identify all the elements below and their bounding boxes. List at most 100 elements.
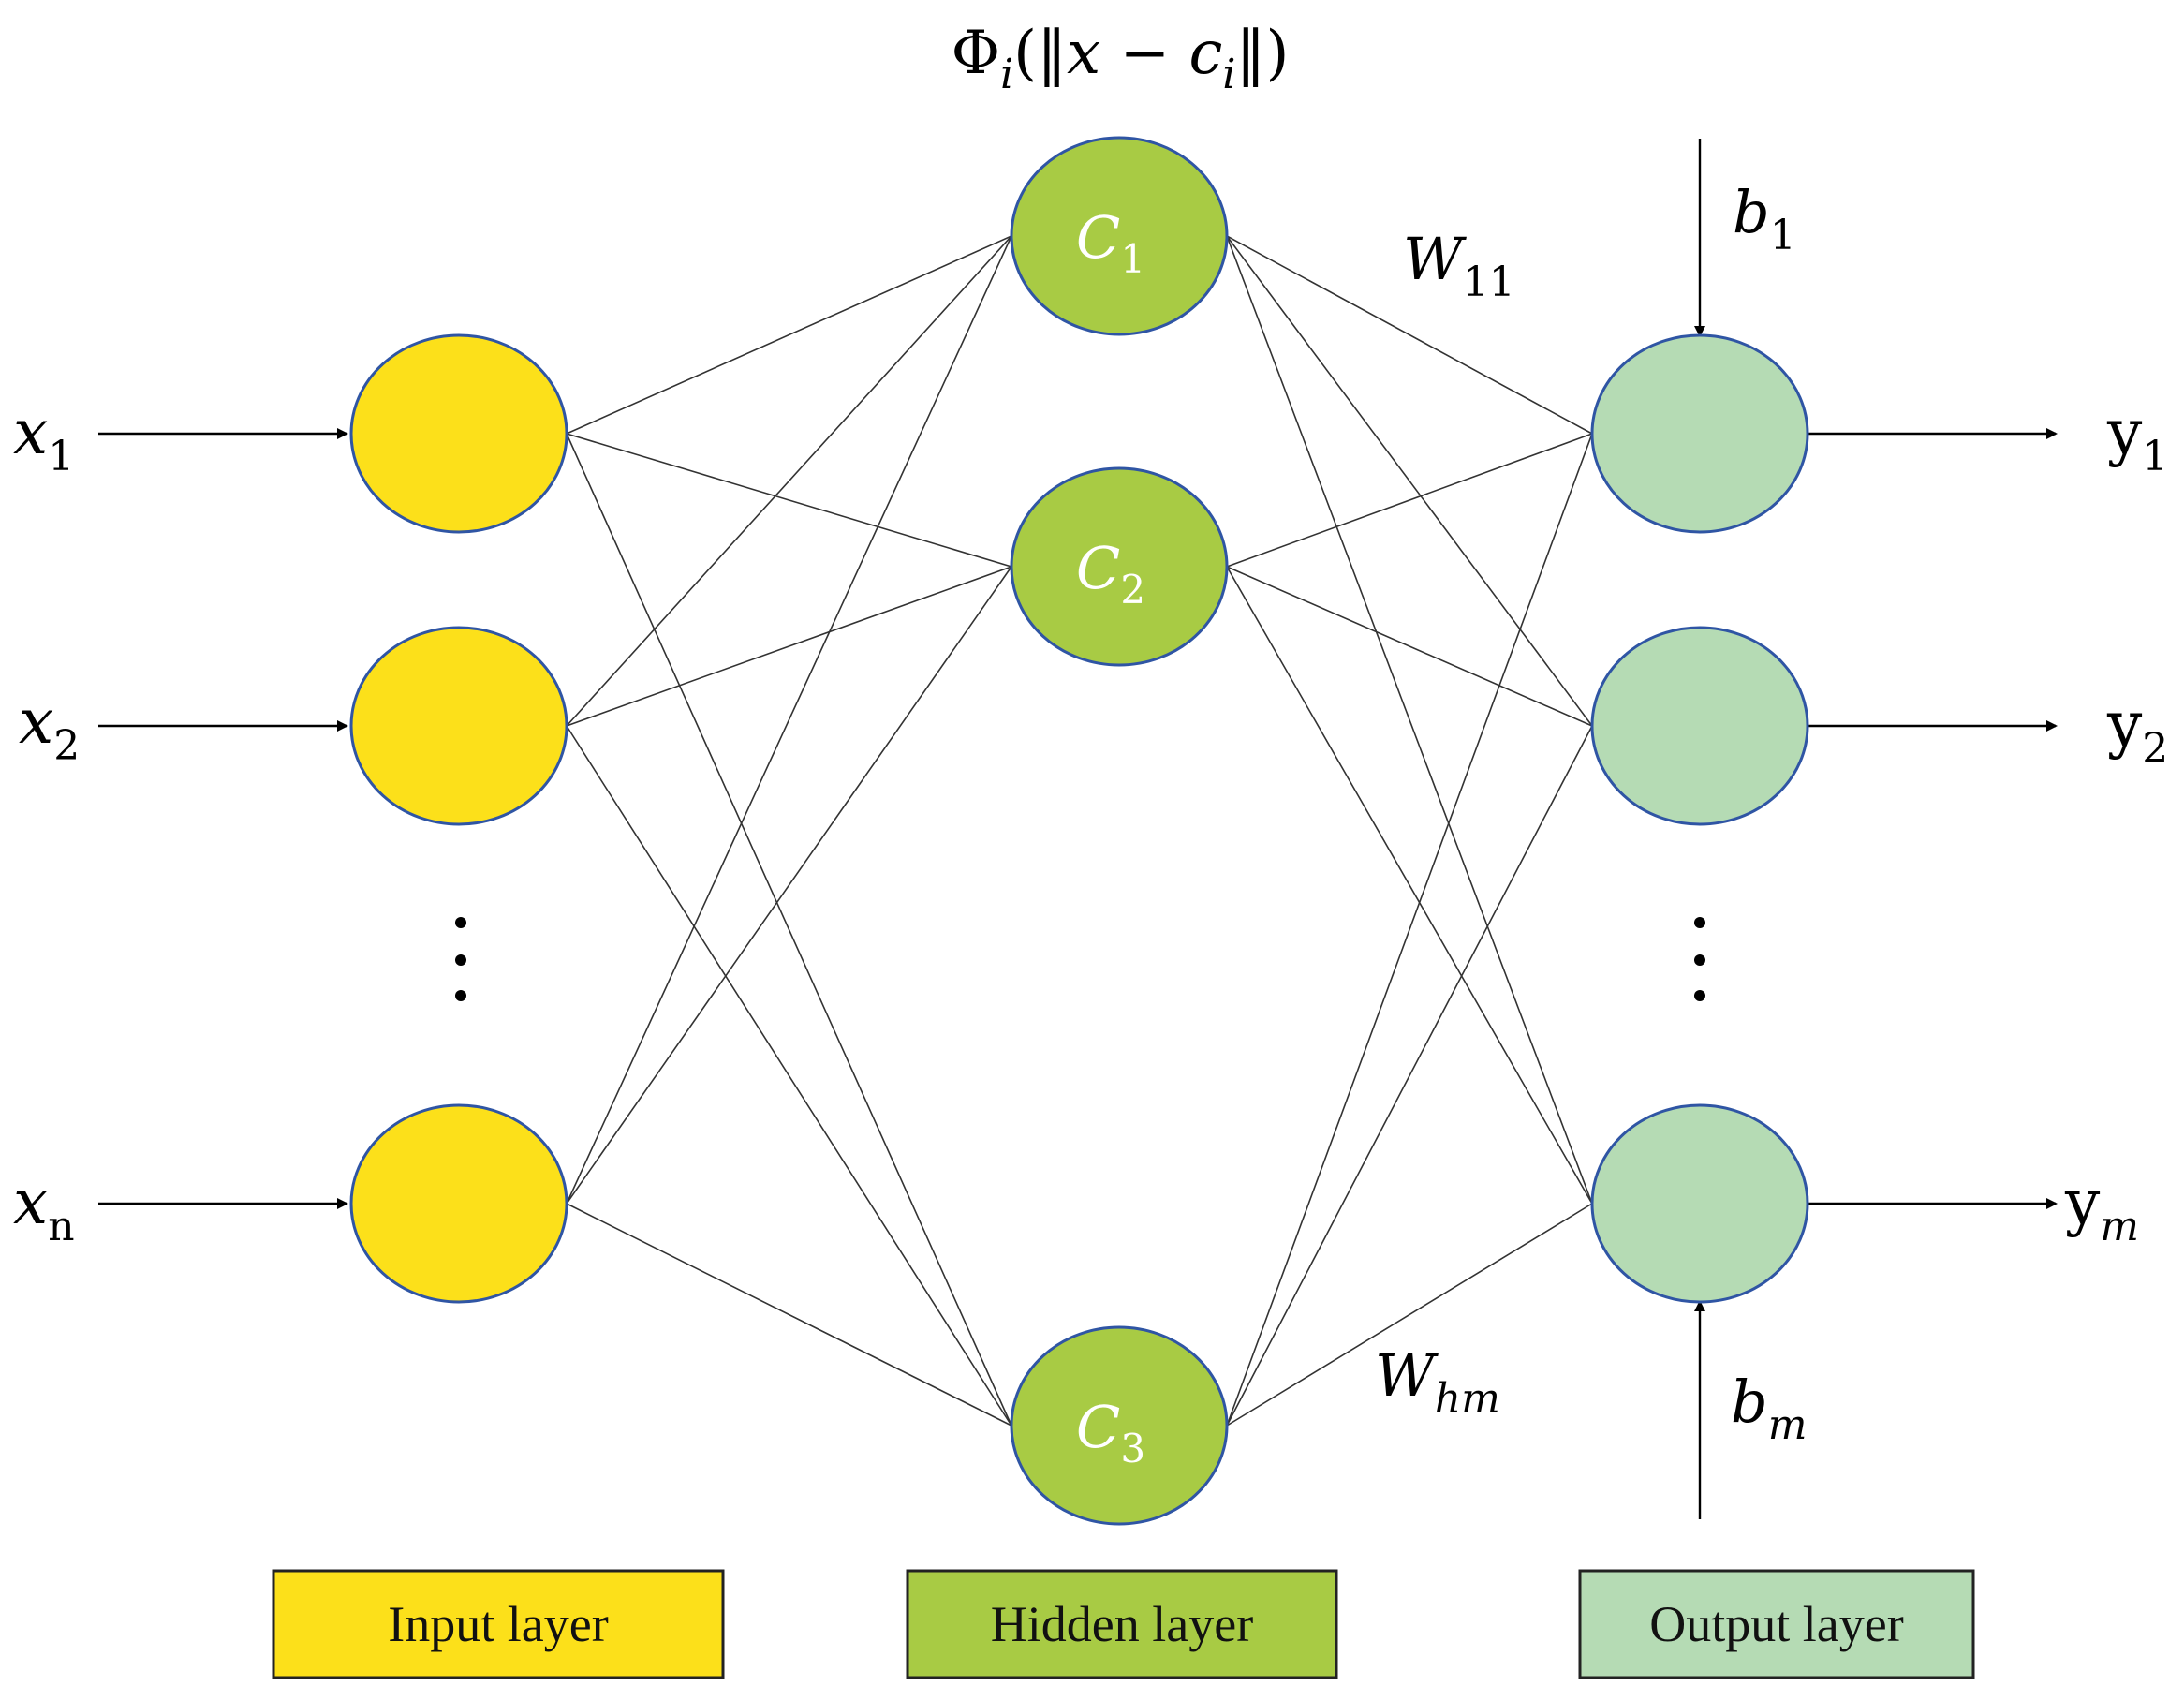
hidden-node-labels: C1 C2 C3	[1076, 203, 1145, 1472]
weight-label-bottom: Whm	[1375, 1341, 1500, 1423]
c-symbol: c	[1189, 19, 1223, 88]
phi-subscript: i	[1000, 51, 1013, 98]
input-labels: x1 x2 xn	[13, 396, 80, 1250]
hidden-label-c3-base: C	[1076, 1393, 1120, 1461]
legend-input-box	[272, 1569, 725, 1679]
edge-xn-c3	[566, 1203, 1012, 1427]
edge-x2-c1	[566, 235, 1012, 727]
output-layer-nodes	[1590, 333, 1809, 1304]
close-norm: ‖)	[1235, 19, 1289, 88]
output-labels: y1 y2 ym	[2064, 396, 2168, 1250]
edge-c1-ym	[1226, 235, 1593, 1205]
edge-xn-c2	[566, 566, 1012, 1205]
bias-label-top-base: b	[1733, 178, 1770, 246]
minus-symbol: −	[1100, 19, 1188, 88]
input-node-2	[349, 626, 568, 826]
hidden-label-c2: C2	[1076, 534, 1145, 613]
output-label-y2-base: y	[2106, 688, 2143, 761]
hidden-label-c3: C3	[1076, 1393, 1145, 1472]
hidden-output-connections	[1226, 235, 1593, 1427]
input-label-xn: xn	[13, 1166, 75, 1250]
input-ellipsis-dot-3	[455, 990, 466, 1001]
input-arrows	[98, 428, 348, 1209]
output-node-2	[1590, 626, 1809, 826]
hidden-node-c1	[1010, 136, 1229, 336]
output-arrows	[1808, 428, 2058, 1209]
hidden-label-c3-sub: 3	[1120, 1426, 1145, 1472]
weight-label-top: W11	[1403, 225, 1515, 306]
input-label-x1: x1	[13, 396, 74, 481]
legend-input-label: Input layer	[388, 1596, 608, 1652]
legend-output-label: Output layer	[1649, 1596, 1903, 1652]
phi-symbol: Φ	[952, 19, 1000, 88]
open-norm: (‖	[1013, 19, 1067, 88]
edge-c1-y2	[1226, 235, 1593, 727]
bias-label-top: b1	[1733, 178, 1796, 259]
output-node-1	[1590, 333, 1809, 534]
input-label-x2-base: x	[19, 686, 53, 758]
output-ellipsis	[1694, 917, 1705, 1001]
x-symbol: x	[1067, 19, 1100, 88]
weight-label-top-sub: 11	[1463, 259, 1515, 306]
edge-x1-c3	[566, 433, 1012, 1427]
input-ellipsis	[455, 917, 466, 1001]
hidden-label-c2-base: C	[1076, 534, 1120, 602]
legend-output-box	[1578, 1569, 1975, 1679]
weight-label-bottom-sub: hm	[1435, 1375, 1500, 1423]
input-node-1	[349, 333, 568, 534]
hidden-label-c2-sub: 2	[1120, 567, 1145, 613]
legend-hidden-box	[906, 1569, 1338, 1679]
output-ellipsis-dot-3	[1694, 990, 1705, 1001]
input-node-n	[349, 1103, 568, 1304]
output-node-m	[1590, 1103, 1809, 1304]
edge-xn-c1	[566, 235, 1012, 1205]
input-label-xn-sub: n	[48, 1203, 74, 1250]
output-label-y1-base: y	[2106, 396, 2143, 468]
edge-x1-c1	[566, 235, 1012, 435]
hidden-label-c1-base: C	[1076, 203, 1120, 272]
edge-c1-y1	[1226, 235, 1593, 435]
bias-label-bottom: bm	[1731, 1368, 1807, 1449]
input-hidden-connections	[566, 235, 1012, 1427]
ellipsis-markers	[455, 917, 1705, 1001]
edge-c2-ym	[1226, 566, 1593, 1205]
edge-x2-c2	[566, 566, 1012, 727]
input-label-x1-base: x	[13, 396, 48, 468]
c-subscript: i	[1222, 51, 1235, 98]
edge-x1-c2	[566, 433, 1012, 568]
weight-label-bottom-base: W	[1375, 1341, 1439, 1410]
output-label-ym: ym	[2064, 1166, 2139, 1250]
legend-hidden-label: Hidden layer	[991, 1596, 1253, 1652]
bias-label-bottom-sub: m	[1768, 1401, 1808, 1449]
output-ellipsis-dot-2	[1694, 954, 1705, 966]
edge-c3-y2	[1226, 725, 1593, 1427]
legend: Input layer Hidden layer Output layer	[272, 1569, 1975, 1679]
weight-labels: W11 Whm	[1375, 225, 1515, 1423]
edge-c3-y1	[1226, 433, 1593, 1427]
edge-x2-c3	[566, 725, 1012, 1427]
edge-c2-y1	[1226, 433, 1593, 568]
output-label-y1-sub: 1	[2142, 433, 2168, 481]
input-ellipsis-dot-2	[455, 954, 466, 966]
weight-label-top-base: W	[1403, 225, 1467, 293]
edge-c2-y2	[1226, 566, 1593, 727]
output-label-y1: y1	[2106, 396, 2168, 481]
radial-basis-function-label: Φi(‖x − ci‖)	[952, 19, 1290, 98]
edge-c3-ym	[1226, 1203, 1593, 1427]
input-ellipsis-dot-1	[455, 917, 466, 928]
hidden-layer-nodes	[1010, 136, 1229, 1526]
input-label-x1-sub: 1	[48, 433, 74, 481]
output-label-y2-sub: 2	[2142, 725, 2168, 773]
hidden-label-c1: C1	[1076, 203, 1145, 282]
bias-label-top-sub: 1	[1770, 212, 1796, 259]
input-layer-nodes	[349, 333, 568, 1304]
input-label-x2: x2	[19, 686, 80, 770]
output-ellipsis-dot-1	[1694, 917, 1705, 928]
bias-label-bottom-base: b	[1731, 1368, 1768, 1436]
output-label-ym-sub: m	[2100, 1203, 2139, 1250]
input-label-xn-base: x	[13, 1166, 48, 1238]
hidden-node-c3	[1010, 1325, 1229, 1526]
output-label-y2: y2	[2106, 688, 2168, 773]
output-label-ym-base: y	[2064, 1166, 2101, 1238]
